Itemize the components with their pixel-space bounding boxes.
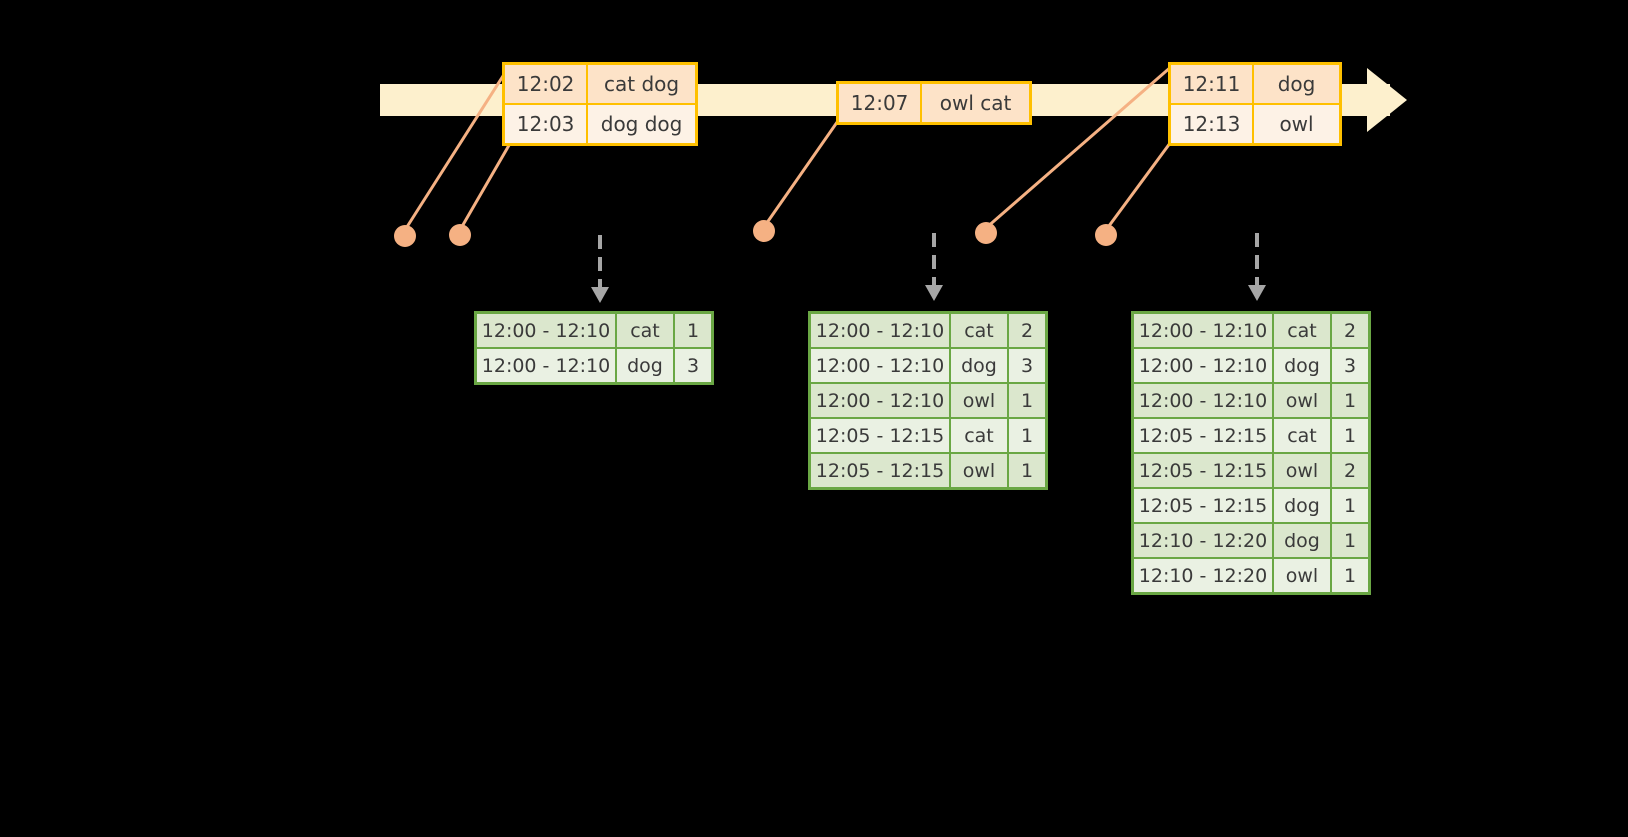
count-cell: 2 [1332, 454, 1368, 487]
connector-3 [762, 117, 842, 228]
marker-dot-2 [449, 224, 471, 246]
event-time: 12:13 [1171, 105, 1253, 143]
count-cell: 1 [1332, 489, 1368, 522]
word-cell: cat [951, 419, 1007, 452]
window-cell: 12:00 - 12:10 [477, 349, 615, 382]
word-cell: cat [1274, 314, 1330, 347]
arrow-head-icon [591, 287, 609, 303]
word-cell: owl [1274, 384, 1330, 417]
marker-dot-4 [975, 222, 997, 244]
count-cell: 3 [1332, 349, 1368, 382]
timeline-arrowhead-icon [1367, 68, 1407, 132]
word-cell: cat [617, 314, 673, 347]
window-cell: 12:05 - 12:15 [1134, 454, 1272, 487]
word-cell: dog [1274, 349, 1330, 382]
count-cell: 1 [1009, 454, 1045, 487]
event-time: 12:03 [505, 105, 587, 143]
count-cell: 1 [1332, 524, 1368, 557]
word-cell: dog [617, 349, 673, 382]
word-cell: owl [951, 454, 1007, 487]
count-cell: 1 [1332, 384, 1368, 417]
event-words: owl [1254, 105, 1339, 143]
word-cell: owl [1274, 454, 1330, 487]
window-cell: 12:00 - 12:10 [1134, 314, 1272, 347]
window-cell: 12:00 - 12:10 [811, 314, 949, 347]
word-cell: dog [1274, 524, 1330, 557]
count-cell: 1 [1009, 419, 1045, 452]
count-cell: 1 [1332, 419, 1368, 452]
count-cell: 3 [675, 349, 711, 382]
count-cell: 1 [675, 314, 711, 347]
event-time: 12:11 [1171, 65, 1253, 103]
window-cell: 12:05 - 12:15 [811, 419, 949, 452]
count-cell: 2 [1009, 314, 1045, 347]
arrow-shaft [1255, 233, 1259, 287]
word-cell: cat [1274, 419, 1330, 452]
window-cell: 12:00 - 12:10 [1134, 349, 1272, 382]
count-cell: 2 [1332, 314, 1368, 347]
marker-dot-5 [1095, 224, 1117, 246]
event-words: cat dog [588, 65, 695, 103]
window-cell: 12:10 - 12:20 [1134, 524, 1272, 557]
window-cell: 12:05 - 12:15 [1134, 489, 1272, 522]
count-cell: 1 [1332, 559, 1368, 592]
connector-5 [1104, 134, 1178, 231]
count-cell: 3 [1009, 349, 1045, 382]
arrow-shaft [598, 235, 602, 289]
window-cell: 12:05 - 12:15 [1134, 419, 1272, 452]
window-cell: 12:00 - 12:10 [1134, 384, 1272, 417]
event-time: 12:02 [505, 65, 587, 103]
window-cell: 12:00 - 12:10 [811, 384, 949, 417]
arrow-head-icon [925, 285, 943, 301]
event-words: dog dog [588, 105, 695, 143]
word-cell: owl [1274, 559, 1330, 592]
count-cell: 1 [1009, 384, 1045, 417]
word-cell: dog [951, 349, 1007, 382]
marker-dot-3 [753, 220, 775, 242]
window-cell: 12:05 - 12:15 [811, 454, 949, 487]
marker-dot-1 [394, 225, 416, 247]
connector-2 [458, 139, 514, 231]
arrow-head-icon [1248, 285, 1266, 301]
window-cell: 12:00 - 12:10 [811, 349, 949, 382]
event-words: owl cat [922, 84, 1029, 122]
arrow-shaft [932, 233, 936, 287]
window-cell: 12:00 - 12:10 [477, 314, 615, 347]
word-cell: cat [951, 314, 1007, 347]
word-cell: dog [1274, 489, 1330, 522]
window-cell: 12:10 - 12:20 [1134, 559, 1272, 592]
event-time: 12:07 [839, 84, 921, 122]
event-words: dog [1254, 65, 1339, 103]
word-cell: owl [951, 384, 1007, 417]
